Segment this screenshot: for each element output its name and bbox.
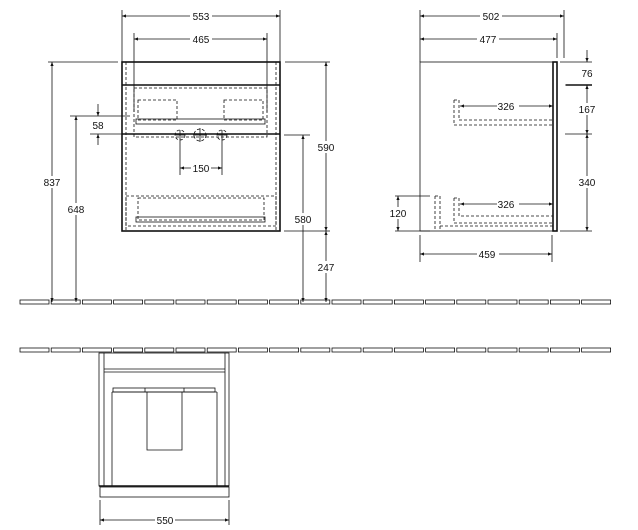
floor-segment (144, 347, 175, 353)
dim-247: 247 (318, 263, 335, 274)
side-view (419, 61, 558, 232)
side-dimensions: 502 477 76 167 340 326 326 120 459 (388, 10, 597, 262)
dim-326-upper: 326 (498, 102, 515, 113)
floor-segment (237, 299, 268, 305)
floor-segment (82, 347, 112, 353)
floor-segment (518, 299, 549, 305)
floor-segment (206, 299, 237, 305)
floor-segment (393, 299, 424, 305)
floor-segment (362, 299, 393, 305)
floor-segment (456, 299, 487, 305)
floor-line-elevation (19, 299, 611, 305)
dim-477: 477 (480, 35, 497, 46)
floor-segment (237, 347, 268, 353)
floor-line-plan (19, 347, 611, 353)
floor-segment (113, 347, 143, 353)
floor-segment (300, 299, 331, 305)
floor-segment (82, 299, 112, 305)
dim-502: 502 (483, 12, 500, 23)
dim-120: 120 (390, 209, 407, 220)
floor-segment (175, 347, 206, 353)
floor-segment (269, 299, 300, 305)
floor-segment (50, 299, 81, 305)
floor-segment (393, 347, 424, 353)
dim-837: 837 (44, 178, 61, 189)
floor-segment (206, 347, 237, 353)
floor-segment (487, 299, 518, 305)
floor-segment (50, 347, 81, 353)
dim-465: 465 (193, 35, 210, 46)
floor-segment (144, 299, 175, 305)
floor-segment (550, 299, 580, 305)
floor-segment (331, 347, 362, 353)
dim-648: 648 (68, 205, 85, 216)
front-dimensions: 553 465 837 648 58 150 580 590 247 (43, 10, 337, 302)
dim-167: 167 (579, 105, 596, 116)
floor-segment (581, 299, 611, 305)
dim-590: 590 (318, 143, 335, 154)
dim-76: 76 (581, 69, 593, 80)
floor-segment (550, 347, 580, 353)
floor-segment (331, 299, 362, 305)
floor-segment (518, 347, 549, 353)
floor-segment (113, 299, 143, 305)
dim-459: 459 (479, 250, 496, 261)
dim-150: 150 (193, 164, 210, 175)
floor-segment (581, 347, 611, 353)
floor-segment (425, 299, 456, 305)
dim-326-lower: 326 (498, 200, 515, 211)
floor-segment (300, 347, 331, 353)
front-view (121, 61, 281, 232)
plumbing-connections (174, 128, 228, 142)
dim-550: 550 (157, 516, 174, 527)
floor-segment (362, 347, 393, 353)
floor-segment (456, 347, 487, 353)
plan-view: 550 (98, 352, 230, 527)
floor-segment (487, 347, 518, 353)
floor-segment (19, 299, 50, 305)
dim-553: 553 (193, 12, 210, 23)
floor-segment (269, 347, 300, 353)
dim-580: 580 (295, 215, 312, 226)
dim-58: 58 (92, 121, 104, 132)
dim-340: 340 (579, 178, 596, 189)
floor-segment (425, 347, 456, 353)
floor-segment (19, 347, 50, 353)
floor-segment (175, 299, 206, 305)
